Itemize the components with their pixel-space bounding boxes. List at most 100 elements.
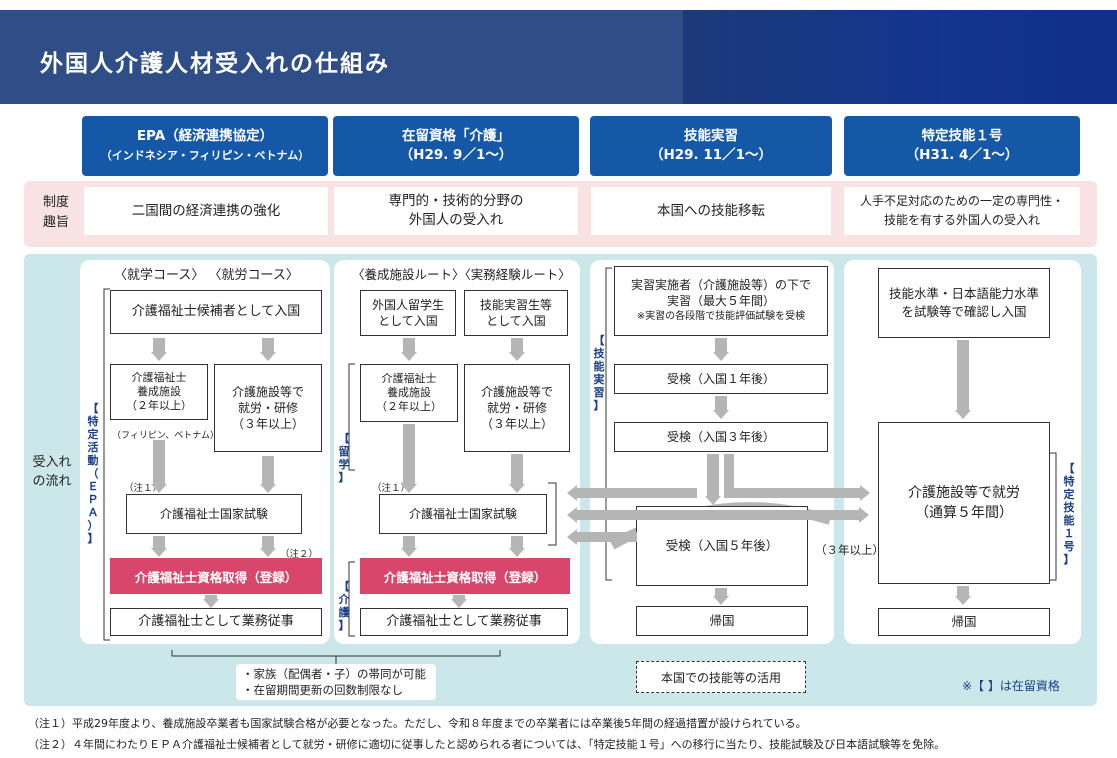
ssw-entry-line1: 技能水準・日本語能力水準 [888,286,1039,301]
kaigo-school-line2: 養成施設 [387,386,431,399]
intern-test5-text: 受検（入国５年後） [665,538,779,553]
kaigo-work-line3: （３年以上） [480,417,553,431]
intern-return-box: 帰国 [636,606,808,636]
kaigo-job-text: 介護福祉士として業務従事 [386,614,542,629]
intern-arrow-2 [715,396,727,410]
epa-work-line1: 介護施設等で [231,385,304,399]
header-kaigo-line2: （H29. 9／1～） [399,147,513,163]
intern-test1-box: 受検（入国１年後） [614,364,828,394]
epa-arrowhead-7 [203,599,219,608]
flow-label-2: の流れ [32,474,72,489]
to-epa-arrow-1 [577,488,697,498]
intern-to-ssw-riser [724,454,734,494]
epa-work-line3: （３年以上） [231,417,304,431]
to-epa-arrow-3 [577,532,637,542]
intern-test1-text: 受検（入国１年後） [666,372,775,386]
kaigo-exam-box: 介護福祉士国家試験 [379,494,547,534]
purpose-label-1: 制度 [42,195,69,210]
epa-arrow-7 [205,595,217,599]
to-epa-head-1 [567,485,577,501]
kaigo-school-line3: （２年以上） [376,400,442,413]
header-intern-line2: （H29. 11／1～） [649,147,773,163]
ssw-entry-box: 技能水準・日本語能力水準 を試験等で確認し入国 [878,268,1050,338]
epa-arrowhead-1 [151,352,167,361]
epa-arrowhead-4 [260,484,276,493]
kaigo-exam-text: 介護福祉士国家試験 [408,507,517,521]
epa-courses: 〈就学コース〉 〈就労コース〉 [114,268,299,283]
kaigo-school-line1: 介護福祉士 [381,372,437,385]
ssw-work-line1: 介護施設等で就労 [908,485,1020,501]
intern-to-ssw-arrow [724,488,860,498]
purpose-kaigo: 専門的・技術的分野の 外国人の受入れ [334,187,578,235]
epa-countries-note: （フィリピン、ベトナム） [112,431,220,441]
purpose-kaigo-line1: 専門的・技術的分野の [388,193,524,209]
purpose-epa: 二国間の経済連携の強化 [84,187,328,235]
epa-school-box: 介護福祉士 養成施設 （２年以上） [110,364,208,420]
intern-status-label: 【技能実習】 [593,334,605,412]
kaigo-arrow-5 [403,536,415,548]
flow-row-label: 受入れ の流れ [30,453,74,491]
footnote-2: （注２）４年間にわたりＥＰＡ介護福祉士候補者として就労・研修に適切に従事したと認… [28,738,946,751]
kaigo-qualify-text: 介護福祉士資格取得（登録） [383,569,547,585]
epa-qualify-text: 介護福祉士資格取得（登録） [134,569,298,585]
ssw-arrowhead-2 [955,596,971,605]
footnote-1: （注１）平成29年度より、養成施設卒業者も国家試験合格が必要となった。ただし、令… [28,717,807,730]
intern-entry-box: 実習実施者（介護施設等）の下で 実習（最大５年間） ※実習の各段階で技能評価試験… [614,266,828,336]
kaigo-note1: （注１） [372,483,411,494]
intern-test3-box: 受検（入国３年後） [614,422,828,452]
epa-qualify-box: 介護福祉士資格取得（登録） [110,558,322,594]
header-ssw-line2: （H31. 4／1～） [905,147,1019,163]
epa-school-line1: 介護福祉士 [131,371,187,384]
epa-work-line2: 就労・研修 [237,401,298,415]
ssw-return-box: 帰国 [878,608,1050,636]
purpose-kaigo-line2: 外国人の受入れ [408,212,504,228]
kaigo-entry-a-line1: 外国人留学生 [371,298,444,312]
purpose-ssw-line2: 技能を有する外国人の受入れ [883,213,1040,227]
kaigo-arrow-6 [511,536,523,548]
intern-arrowhead-2 [713,410,729,419]
epa-arrow-6 [262,536,274,548]
epa-school-line2: 養成施設 [137,385,181,398]
intern-arrowhead-3 [705,496,721,505]
family-note-line2: ・在留期間更新の回数制限なし [242,683,403,697]
header-epa-line2: （インドネシア・フィリピン・ベトナム） [100,149,310,162]
kaigo-status-care: 【介護】 [338,580,350,632]
ssw-return-text: 帰国 [951,614,977,629]
intern-arrow-3 [707,454,719,496]
header-kaigo: 在留資格「介護」 （H29. 9／1～） [333,116,579,176]
purpose-epa-text: 二国間の経済連携の強化 [131,202,281,219]
epa-exam-text: 介護福祉士国家試験 [159,507,268,521]
intern-entry-line3: ※実習の各段階で技能評価試験を受検 [636,311,806,322]
kaigo-work-line1: 介護施設等で [480,385,553,399]
kaigo-to-ssw-head-left [567,507,577,523]
ssw-work-box: 介護施設等で就労 （通算５年間） [878,422,1050,584]
kaigo-to-ssw-arrow [577,510,859,520]
epa-job-box: 介護福祉士として業務従事 [110,608,322,636]
purpose-label-2: 趣旨 [42,215,69,230]
epa-arrow-4 [262,456,274,484]
kaigo-routes: 〈養成施設ルート〉〈実務経験ルート〉 [352,267,571,282]
kaigo-arrow-2 [511,338,523,352]
intern-entry-line1: 実習実施者（介護施設等）の下で [630,278,811,292]
header-kaigo-line1: 在留資格「介護」 [402,128,510,144]
kaigo-arrow-3 [403,424,415,484]
epa-school-line3: （２年以上） [126,399,192,412]
intern-to-ssw-head [860,485,870,501]
epa-exam-box: 介護福祉士国家試験 [126,494,302,534]
epa-note1: （注１） [124,483,163,494]
kaigo-work-line2: 就労・研修 [486,401,547,415]
header-ssw: 特定技能１号 （H31. 4／1～） [844,116,1080,176]
ssw-arrowhead-1 [955,410,971,419]
kaigo-job-box: 介護福祉士として業務従事 [360,608,568,636]
banner-accent [683,10,1117,104]
purpose-ssw: 人手不足対応のための一定の専門性・ 技能を有する外国人の受入れ [844,187,1080,235]
purpose-row-label: 制度 趣旨 [36,193,76,233]
purpose-intern: 本国への技能移転 [591,187,831,235]
epa-arrowhead-3 [151,484,167,493]
family-note-line1: ・家族（配偶者・子）の帯同が可能 [242,667,426,681]
header-epa: EPA（経済連携協定） （インドネシア・フィリピン・ベトナム） [82,116,328,176]
intern-arrowhead-1 [713,352,729,361]
intern-arrow-4 [715,588,727,596]
